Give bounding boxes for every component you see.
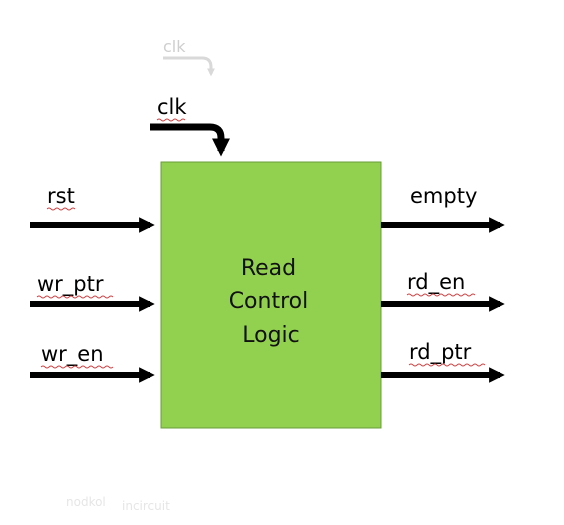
output-label-rd-ptr: rd_ptr bbox=[409, 340, 472, 365]
block-title-line: Read bbox=[241, 256, 296, 281]
input-wr-en: wr_en bbox=[30, 342, 155, 383]
spellcheck-underline bbox=[46, 207, 76, 211]
ghost-clock-label: clk bbox=[163, 37, 186, 56]
output-rd-ptr: rd_ptr bbox=[381, 340, 505, 383]
output-empty: empty bbox=[381, 184, 505, 233]
clock-arrow bbox=[150, 123, 231, 157]
ghost-clock-group: clk bbox=[163, 37, 215, 77]
block-title: Read Control Logic bbox=[229, 256, 314, 348]
spellcheck-underline bbox=[36, 295, 114, 299]
input-wr-ptr: wr_ptr bbox=[30, 272, 155, 312]
input-label-wr-ptr: wr_ptr bbox=[37, 272, 104, 297]
clock-input: clk bbox=[150, 95, 231, 157]
watermark-text: nodkol bbox=[66, 495, 106, 509]
spellcheck-underline bbox=[408, 363, 486, 367]
block-title-line: Logic bbox=[242, 323, 300, 348]
output-rd-en: rd_en bbox=[381, 270, 505, 312]
read-control-logic-block bbox=[160, 161, 382, 429]
watermark-text: incircuit bbox=[122, 499, 170, 513]
output-label-empty: empty bbox=[410, 184, 477, 208]
spellcheck-underline bbox=[406, 293, 476, 297]
input-rst: rst bbox=[30, 184, 155, 233]
spellcheck-underline bbox=[40, 365, 114, 369]
output-label-rd-en: rd_en bbox=[407, 270, 465, 295]
watermark: nodkol incircuit bbox=[66, 495, 170, 513]
input-label-wr-en: wr_en bbox=[41, 342, 104, 367]
spellcheck-underline bbox=[156, 118, 186, 122]
clock-label: clk bbox=[157, 95, 187, 119]
block-title-line: Control bbox=[229, 289, 309, 314]
ghost-clock-arrow bbox=[163, 56, 215, 77]
input-label-rst: rst bbox=[47, 184, 75, 208]
